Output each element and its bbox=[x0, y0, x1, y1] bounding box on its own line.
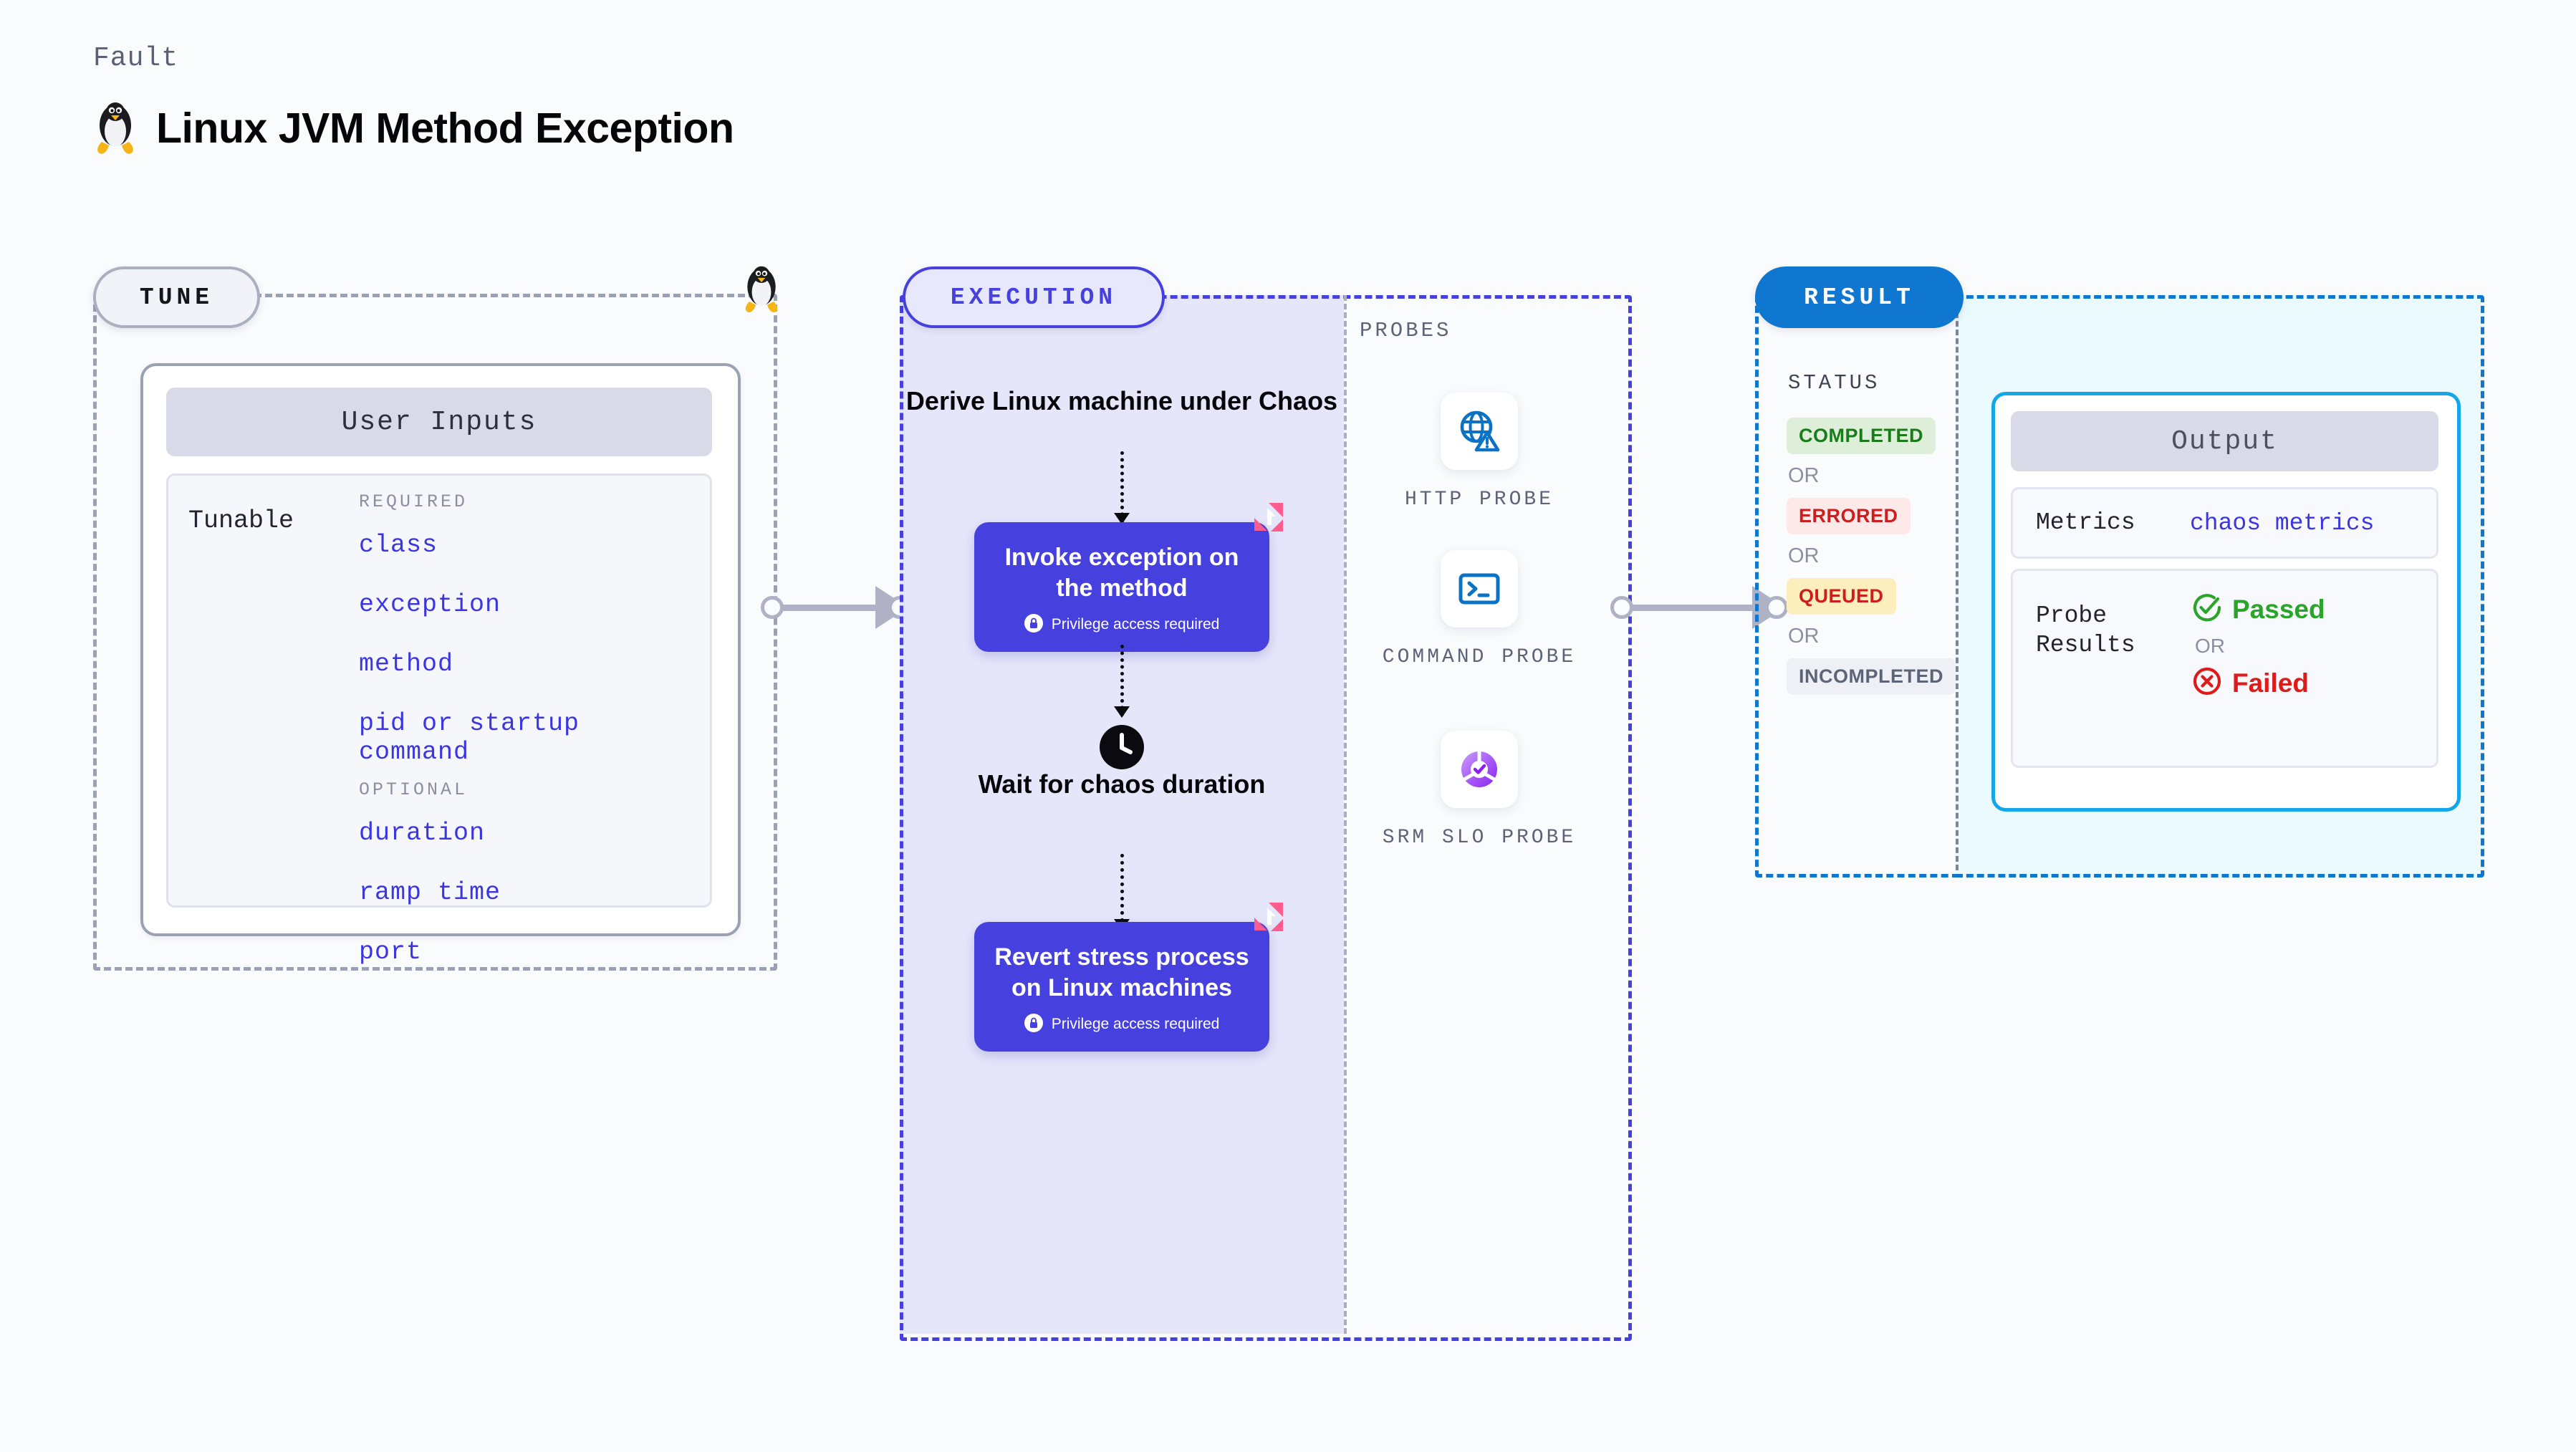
tunable-label: Tunable bbox=[188, 506, 294, 535]
metrics-key: Metrics bbox=[2036, 509, 2135, 537]
execution-probes-region bbox=[900, 295, 1632, 1341]
privilege-note-row: Privilege access required bbox=[989, 613, 1255, 636]
linux-penguin-icon-marker bbox=[741, 265, 782, 317]
clock-icon bbox=[1100, 725, 1144, 773]
chaos-fault-badge-icon bbox=[1252, 900, 1285, 937]
input-item-ramp-time[interactable]: ramp time bbox=[359, 878, 501, 907]
linux-penguin-icon bbox=[93, 101, 138, 155]
input-item-class[interactable]: class bbox=[359, 531, 438, 559]
probe-item-command[interactable]: COMMAND PROBE bbox=[1361, 550, 1597, 671]
flow-step-derive-label: Derive Linux machine under Chaos bbox=[905, 386, 1338, 415]
output-title: Output bbox=[2011, 411, 2438, 471]
input-item-pid-or-startup-command[interactable]: pid or startup command bbox=[359, 709, 580, 766]
lock-icon bbox=[1024, 613, 1043, 636]
revert-stress-label: Revert stress process on Linux machines bbox=[994, 943, 1249, 1001]
eyebrow-label: Fault bbox=[93, 43, 179, 74]
probe-label-http: HTTP PROBE bbox=[1404, 489, 1554, 511]
or-separator: OR bbox=[1788, 544, 1820, 567]
tunable-box: Tunable REQUIRED class exception method … bbox=[166, 473, 712, 966]
input-item-duration[interactable]: duration bbox=[359, 819, 486, 847]
or-separator: OR bbox=[1788, 625, 1820, 648]
chaos-fault-badge-icon bbox=[1252, 501, 1285, 537]
group-label-required: REQUIRED bbox=[359, 491, 468, 512]
tunable-inputs-list: REQUIRED class exception method pid or s… bbox=[359, 491, 696, 979]
flow-arrow-2 bbox=[1114, 645, 1130, 718]
fault-title-row: Linux JVM Method Exception bbox=[93, 101, 734, 155]
flow-step-invoke-exception[interactable]: Invoke exception on the method Privilege… bbox=[974, 503, 1283, 652]
probes-section-label: PROBES bbox=[1360, 319, 1452, 342]
connector-tune-to-execution bbox=[761, 586, 911, 629]
probe-result-failed-label: Failed bbox=[2232, 668, 2309, 698]
user-inputs-card: User Inputs Tunable REQUIRED class excep… bbox=[140, 363, 741, 966]
status-section-label: STATUS bbox=[1788, 371, 1880, 395]
status-badge-queued: QUEUED bbox=[1787, 578, 1896, 615]
stage-pill-tune[interactable]: TUNE bbox=[93, 266, 260, 328]
probe-label-command: COMMAND PROBE bbox=[1382, 646, 1577, 668]
or-separator: OR bbox=[1788, 464, 1820, 487]
check-circle-icon bbox=[2192, 592, 2222, 626]
stage-pill-result[interactable]: RESULT bbox=[1755, 266, 1964, 328]
input-item-method[interactable]: method bbox=[359, 650, 454, 678]
tune-region bbox=[93, 294, 777, 971]
status-badge-incompleted: INCOMPLETED bbox=[1787, 658, 1956, 695]
probe-result-or: OR bbox=[2195, 635, 2225, 657]
probe-result-passed-label: Passed bbox=[2232, 594, 2325, 624]
probe-result-failed: Failed bbox=[2192, 666, 2325, 700]
flow-arrow-1 bbox=[1114, 451, 1130, 524]
result-status-divider bbox=[1956, 295, 1959, 870]
stage-pill-execution[interactable]: EXECUTION bbox=[903, 266, 1165, 328]
probe-result-passed: Passed bbox=[2192, 592, 2325, 626]
execution-flow: Derive Linux machine under Chaos Invoke … bbox=[900, 295, 1344, 1334]
status-badge-completed: COMPLETED bbox=[1787, 418, 1936, 454]
probe-item-http[interactable]: HTTP PROBE bbox=[1361, 393, 1597, 514]
probes-divider bbox=[1344, 295, 1347, 1334]
status-badge-list: COMPLETED OR ERRORED OR QUEUED OR INCOMP… bbox=[1787, 418, 1966, 695]
flow-step-wait-label: Wait for chaos duration bbox=[978, 769, 1266, 799]
probe-label-srm-slo: SRM SLO PROBE bbox=[1382, 827, 1577, 849]
input-item-port[interactable]: port bbox=[359, 938, 423, 966]
x-circle-icon bbox=[2192, 666, 2222, 700]
probe-item-srm-slo[interactable]: SRM SLO PROBE bbox=[1361, 731, 1597, 852]
invoke-exception-label: Invoke exception on the method bbox=[1004, 544, 1239, 602]
privilege-note-row: Privilege access required bbox=[989, 1013, 1255, 1036]
page-title: Linux JVM Method Exception bbox=[156, 105, 734, 152]
lock-icon bbox=[1024, 1013, 1043, 1036]
metrics-value[interactable]: chaos metrics bbox=[2190, 509, 2375, 537]
privilege-note-text: Privilege access required bbox=[1051, 616, 1220, 633]
slo-check-icon bbox=[1441, 731, 1518, 808]
group-label-optional: OPTIONAL bbox=[359, 779, 468, 800]
page-header: Fault Linux JVM Method Exception bbox=[93, 43, 734, 155]
flow-step-revert-stress[interactable]: Revert stress process on Linux machines … bbox=[974, 903, 1283, 1052]
user-inputs-title: User Inputs bbox=[166, 388, 712, 456]
terminal-icon bbox=[1441, 550, 1518, 628]
flow-arrow-3 bbox=[1114, 854, 1130, 931]
probe-results-values: Passed OR Failed bbox=[2192, 592, 2325, 700]
globe-warning-icon bbox=[1441, 393, 1518, 470]
input-item-exception[interactable]: exception bbox=[359, 590, 501, 619]
output-metrics-row: Metrics chaos metrics bbox=[2011, 487, 2438, 559]
status-badge-errored: ERRORED bbox=[1787, 498, 1911, 534]
privilege-note-text: Privilege access required bbox=[1051, 1016, 1220, 1033]
